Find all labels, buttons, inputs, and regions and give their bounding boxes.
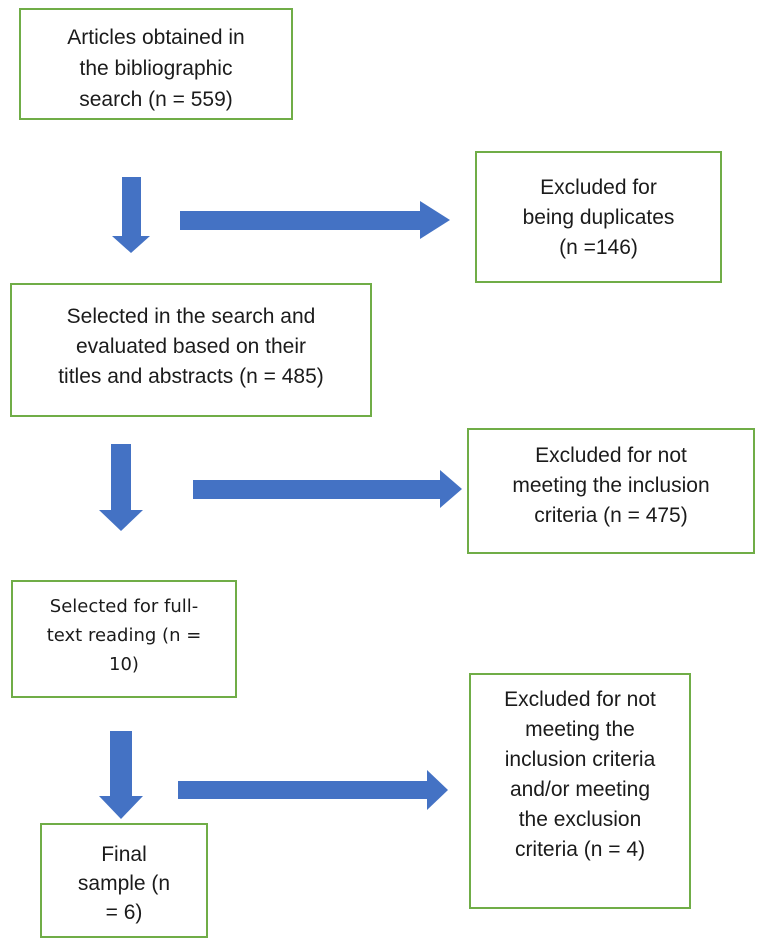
node-label-line: and/or meeting xyxy=(509,778,651,801)
node-label-line: = 6) xyxy=(105,901,143,924)
down-arrow-1 xyxy=(112,177,150,253)
down-arrow-3 xyxy=(98,731,143,819)
node-label-line: Excluded for not xyxy=(504,688,656,711)
node-label-line: Selected for full- xyxy=(49,596,199,617)
arrow-shaft xyxy=(109,731,132,796)
arrow-head xyxy=(112,236,150,253)
node-label-line: (n =146) xyxy=(559,236,638,259)
node-excluded-inclusion-criteria: Excluded for not meeting the inclusion cri… xyxy=(467,428,755,554)
node-label-line: the exclusion xyxy=(518,808,642,831)
arrow-head xyxy=(427,770,448,810)
node-final-sample: Final sample (n = 6) xyxy=(40,823,208,938)
node-label-line: evaluated based on their xyxy=(75,335,306,358)
node-label-line: Final xyxy=(101,843,147,866)
node-label-line: search (n = 559) xyxy=(79,88,233,111)
arrow-head xyxy=(99,510,143,531)
node-label-line: meeting the xyxy=(525,718,635,741)
arrow-shaft xyxy=(178,781,427,799)
node-label-line: 10) xyxy=(109,654,139,675)
node-label-line: Selected in the search and xyxy=(66,305,316,328)
right-arrow-2 xyxy=(193,470,462,508)
arrow-head xyxy=(98,796,143,819)
node-label-line: criteria (n = 475) xyxy=(534,504,688,527)
node-label-line: the bibliographic xyxy=(79,57,233,80)
node-label-line: Excluded for not xyxy=(535,444,687,467)
node-excluded-inclusion-exclusion-criteria: Excluded for not meeting the inclusion cri… xyxy=(469,673,691,909)
node-label-line: inclusion criteria xyxy=(504,748,656,771)
arrow-shaft xyxy=(180,210,420,230)
right-arrow-3 xyxy=(178,770,448,810)
node-label-line: titles and abstracts (n = 485) xyxy=(58,365,324,388)
node-label-line: criteria (n = 4) xyxy=(514,838,646,861)
node-label-line: meeting the inclusion xyxy=(512,474,710,497)
node-titles-abstracts-screening: Selected in the search and evaluated base… xyxy=(10,283,372,417)
arrow-shaft xyxy=(193,479,440,499)
arrow-head xyxy=(440,470,462,508)
right-arrow-1 xyxy=(180,201,450,239)
node-label-line: being duplicates xyxy=(522,206,675,229)
node-excluded-duplicates: Excluded for being duplicates (n =146) xyxy=(475,151,722,283)
node-full-text-reading: Selected for full-text reading (n = 10) xyxy=(11,580,237,698)
node-label-line: sample (n xyxy=(77,872,171,895)
arrow-head xyxy=(420,201,450,239)
node-label-line: Excluded for xyxy=(540,176,657,199)
down-arrow-2 xyxy=(99,444,143,531)
arrow-shaft xyxy=(111,444,131,510)
node-bibliographic-search: Articles obtained in the bibliographic sea… xyxy=(19,8,293,120)
node-label-line: Articles obtained in xyxy=(67,26,245,49)
arrow-shaft xyxy=(121,177,141,236)
node-label-line: text reading (n = xyxy=(46,625,202,646)
